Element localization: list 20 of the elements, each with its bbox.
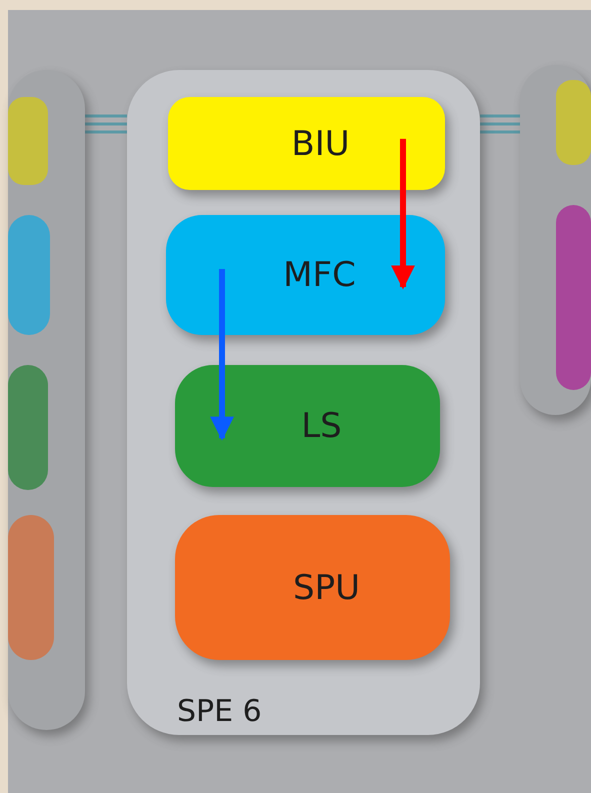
block-label: LS [300,406,343,446]
block-label: SPU [292,568,361,608]
block-card [8,97,48,185]
block-label: MFC [282,255,357,295]
block-card [8,365,48,490]
block-box [175,365,440,487]
block-box [175,515,450,660]
bus-lines [84,114,128,134]
unit-label: SPE 6 [177,694,262,729]
block-box [166,215,445,335]
block-card [8,515,54,660]
unit-card [8,70,85,730]
block-box [168,97,445,190]
unit-card [127,70,480,735]
block-card [556,80,591,165]
bus-lines [478,114,522,134]
block-card [8,215,50,335]
unit-card [520,65,591,415]
block-label: BIU [290,124,351,164]
block-card [556,205,591,390]
